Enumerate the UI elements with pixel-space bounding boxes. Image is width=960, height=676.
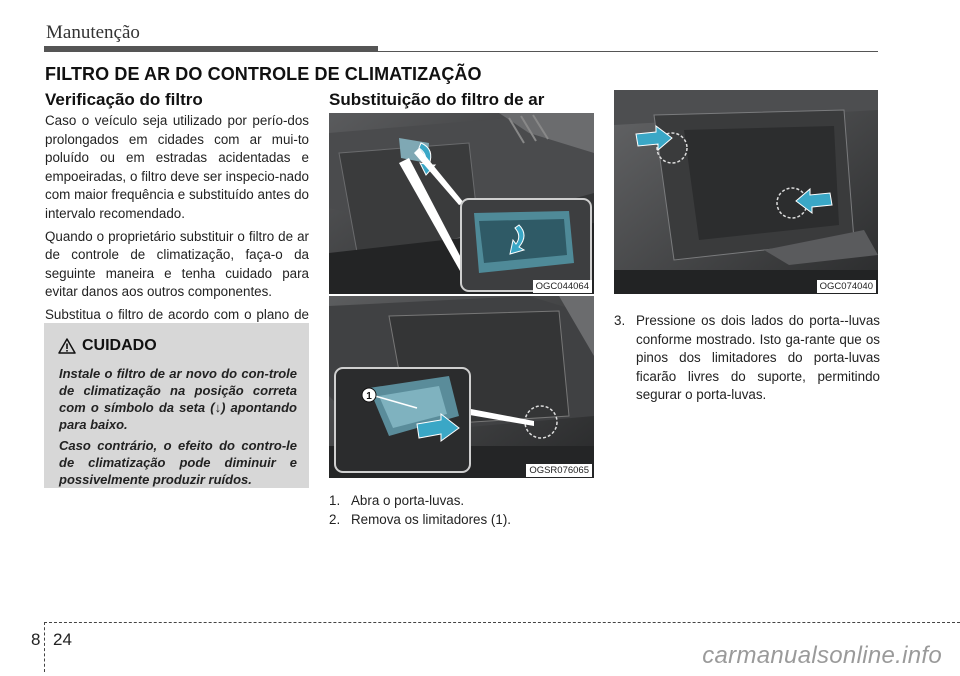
step-item: 3. Pressione os dois lados do porta--luv… (614, 312, 880, 405)
figure-code-right: OGC074040 (816, 280, 876, 293)
stopper-illustration (329, 296, 594, 478)
left-body: Caso o veículo seja utilizado por perío-… (45, 112, 309, 347)
figure-glovebox-open: OGC044064 (329, 113, 594, 294)
caution-title: CUIDADO (58, 337, 157, 355)
step-text: Pressione os dois lados do porta--luvas … (636, 313, 880, 403)
press-glovebox-illustration (614, 90, 878, 294)
glovebox-illustration (329, 113, 594, 294)
chapter-number: 8 (31, 630, 41, 649)
callout-number: 1 (366, 391, 372, 402)
caution-paragraph-1: Instale o filtro de ar novo do con-trole… (59, 366, 297, 432)
section-title: FILTRO DE AR DO CONTROLE DE CLIMATIZAÇÃO (45, 64, 482, 84)
middle-heading: Substituição do filtro de ar (329, 90, 545, 109)
page-number: 24 (53, 630, 72, 649)
figure-code-top: OGC044064 (532, 280, 592, 293)
step-number: 1. (329, 493, 341, 508)
left-paragraph-2: Quando o proprietário substituir o filtr… (45, 228, 309, 300)
running-title: Manutenção (46, 22, 140, 43)
warning-triangle-icon (58, 338, 76, 354)
right-steps: 3. Pressione os dois lados do porta--luv… (614, 312, 880, 405)
footer-divider-vertical (44, 622, 45, 672)
header-rule-thin (378, 51, 878, 52)
step-item: 1. Abra o porta-luvas. (329, 492, 599, 511)
left-heading: Verificação do filtro (45, 90, 203, 109)
step-text: Abra o porta-luvas. (351, 493, 465, 508)
header-rule-thick (44, 46, 378, 52)
watermark: carmanualsonline.info (702, 642, 942, 669)
step-text: Remova os limitadores (1). (351, 511, 511, 527)
figure-remove-stoppers: 1 OGSR076065 (329, 296, 594, 478)
figure-press-glovebox: OGC074040 (614, 90, 878, 294)
step-number: 2. (329, 511, 341, 527)
step-number: 3. (614, 313, 626, 328)
middle-steps: 1. Abra o porta-luvas. 2. Remova os limi… (329, 492, 599, 529)
caution-title-text: CUIDADO (82, 337, 157, 354)
step-item: 2. Remova os limitadores (1). (329, 511, 599, 530)
left-paragraph-1: Caso o veículo seja utilizado por perío-… (45, 113, 309, 221)
caution-body: Instale o filtro de ar novo do con-trole… (59, 365, 297, 492)
figure-code-bottom: OGSR076065 (526, 464, 592, 477)
caution-box: CUIDADO Instale o filtro de ar novo do c… (44, 323, 309, 488)
footer-divider-horizontal (44, 622, 960, 623)
caution-paragraph-2: Caso contrário, o efeito do contro-le de… (59, 438, 297, 487)
